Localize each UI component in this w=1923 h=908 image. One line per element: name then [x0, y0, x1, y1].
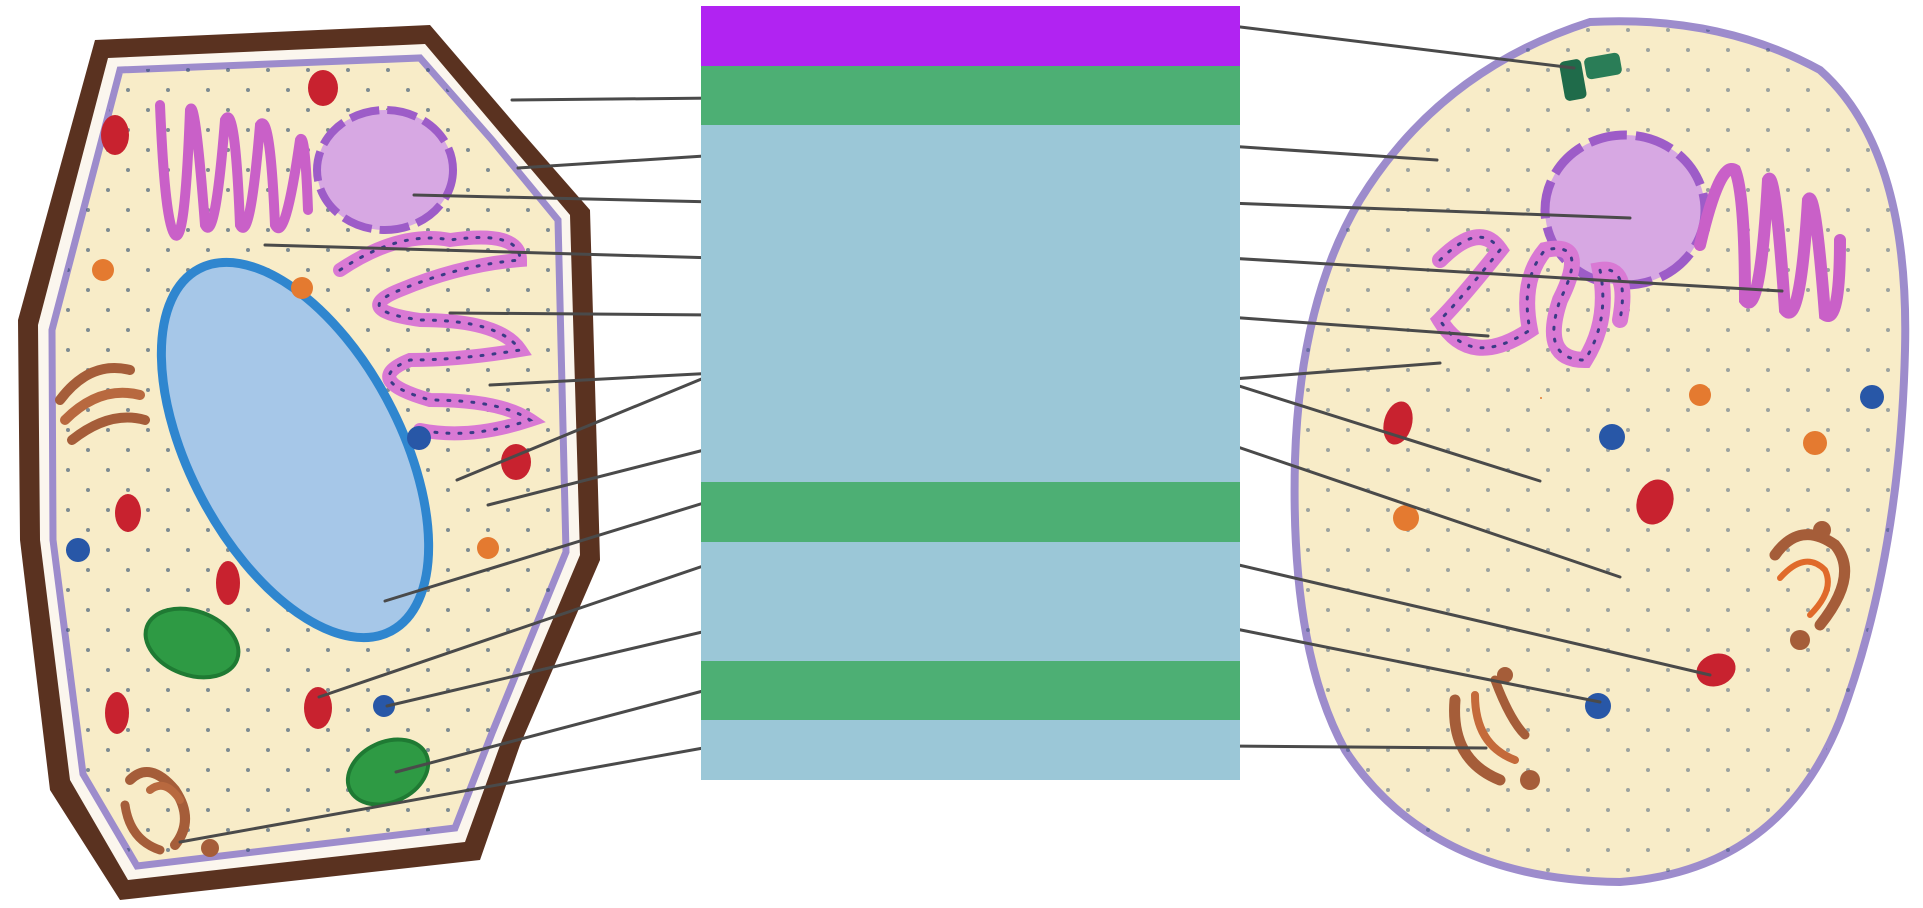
table-blank-row: [701, 363, 1240, 423]
plant-vesicle-2: [291, 277, 313, 299]
table-section-row: [701, 661, 1240, 721]
table-section-row: [701, 66, 1240, 126]
animal-lysosome-3: [1585, 693, 1611, 719]
table-blank-row: [701, 601, 1240, 661]
animal-lysosome-1: [1599, 424, 1625, 450]
table-blank-row: [701, 244, 1240, 304]
plant-lysosome-1: [407, 426, 431, 450]
plant-mitochondrion-1: [308, 70, 338, 106]
plant-cell: [18, 25, 600, 900]
plant-mitochondrion-5: [105, 692, 129, 734]
table-blank-row: [701, 185, 1240, 245]
plant-vesicle-3: [477, 537, 499, 559]
plant-mitochondrion-2: [101, 115, 129, 155]
plant-nucleolus: [317, 110, 453, 230]
table-blank-row: [701, 720, 1240, 780]
plant-mitochondrion-7: [501, 444, 531, 480]
animal-vesicle-1: [1689, 384, 1711, 406]
table-header-row: [701, 6, 1240, 66]
animal-vesicle-2: [1803, 431, 1827, 455]
plant-mitochondrion-4: [216, 561, 240, 605]
animal-vesicle-4: [1540, 397, 1542, 399]
table-blank-row: [701, 125, 1240, 185]
table-blank-row: [701, 542, 1240, 602]
table-section-row: [701, 482, 1240, 542]
plant-lysosome-2: [66, 538, 90, 562]
animal-lysosome-2: [1860, 385, 1884, 409]
animal-cell: [1295, 21, 1906, 882]
table-blank-row: [701, 304, 1240, 364]
plant-mitochondrion-3: [115, 494, 141, 532]
plant-vesicle-1: [92, 259, 114, 281]
table-blank-row: [701, 423, 1240, 483]
animal-vesicle-3: [1393, 505, 1419, 531]
